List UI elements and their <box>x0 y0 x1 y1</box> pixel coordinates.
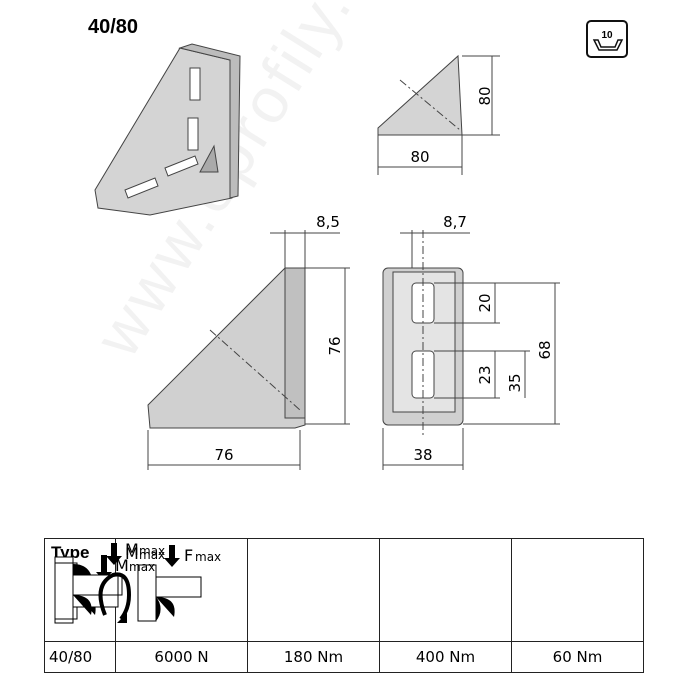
load-diagram-force: F max <box>115 538 248 642</box>
label-f-sub: max <box>195 550 221 564</box>
slot-size-label: 10 <box>601 30 613 41</box>
label-f: F <box>184 546 193 565</box>
type-value: 40/80 <box>44 641 116 673</box>
dim-side-height: 76 <box>326 336 344 355</box>
label-m3-sub: max <box>139 544 165 558</box>
label-m2-sub: max <box>129 560 155 574</box>
dim-side-width: 76 <box>214 446 233 464</box>
value-fmax: 6000 N <box>115 641 248 673</box>
dim-front-68: 68 <box>536 340 554 359</box>
slot-size-icon: 10 <box>586 20 628 58</box>
label-m2: M <box>115 556 129 575</box>
dim-top-height: 80 <box>476 86 494 105</box>
product-title: 40/80 <box>88 16 139 38</box>
dim-front-offset: 8,7 <box>443 213 467 231</box>
label-m3: M <box>125 540 139 559</box>
dim-side-offset: 8,5 <box>316 213 340 231</box>
dim-front-width: 38 <box>413 446 432 464</box>
technical-drawing: 10 80 80 <box>94 20 628 470</box>
load-diagram-moment3: M max <box>54 538 644 642</box>
front-view <box>382 230 560 470</box>
dim-front-slot1: 20 <box>476 293 494 312</box>
value-mmax-2: 400 Nm <box>379 641 512 673</box>
label-m1-sub: max <box>139 548 165 562</box>
value-mmax-3: 60 Nm <box>511 641 644 673</box>
value-mmax-1: 180 Nm <box>247 641 380 673</box>
side-view <box>147 230 350 470</box>
top-view <box>377 54 500 175</box>
load-diagram-moment1: M max <box>58 538 380 642</box>
load-diagram-moment2: M max <box>54 538 512 642</box>
load-table: Type F max M max <box>44 538 644 673</box>
dim-top-width: 80 <box>410 148 429 166</box>
dim-front-35: 35 <box>506 373 524 392</box>
iso-view <box>94 43 241 216</box>
label-m1: M <box>125 544 139 563</box>
dim-front-slot2: 23 <box>476 365 494 384</box>
